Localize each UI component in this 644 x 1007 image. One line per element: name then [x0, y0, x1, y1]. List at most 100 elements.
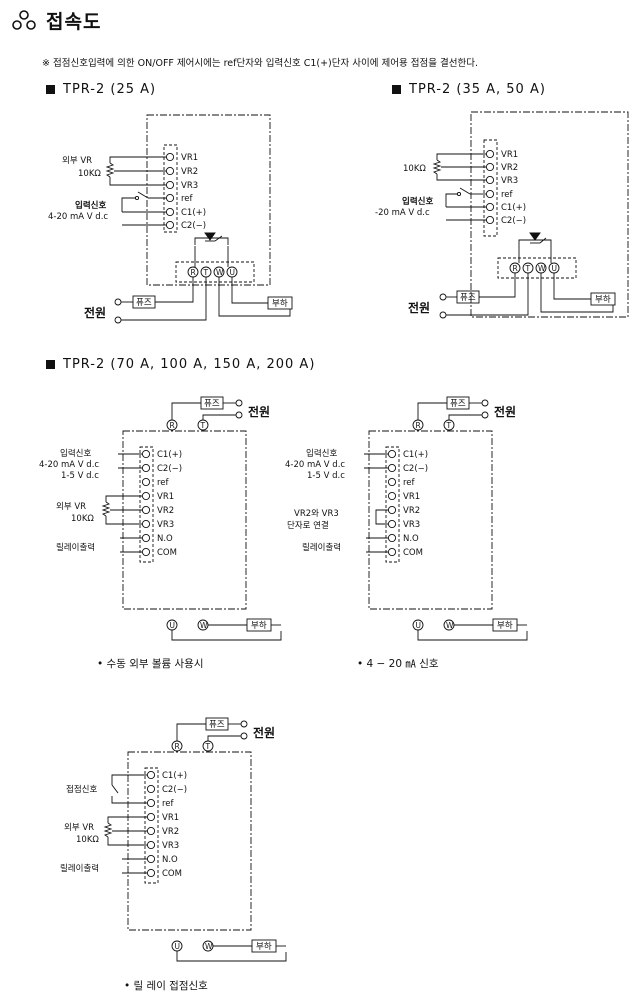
- svg-text:W: W: [200, 621, 208, 630]
- svg-text:T: T: [446, 421, 452, 430]
- caption-manual-vr: • 수동 외부 볼륨 사용시: [97, 658, 203, 670]
- svg-text:입력신호: 입력신호: [60, 448, 91, 459]
- svg-text:C1(+): C1(+): [181, 208, 206, 218]
- svg-text:C2(−): C2(−): [403, 464, 428, 474]
- section-title-25a: TPR-2 (25 A): [46, 82, 156, 97]
- svg-text:U: U: [175, 942, 181, 951]
- terminal-vr2: [165, 166, 175, 176]
- svg-text:접점신호: 접점신호: [66, 784, 97, 795]
- svg-text:릴레이출력: 릴레이출력: [60, 863, 99, 874]
- svg-text:U: U: [416, 621, 422, 630]
- svg-text:W: W: [216, 268, 224, 277]
- svg-text:C1(+): C1(+): [501, 203, 526, 213]
- svg-text:1-5 V d.c: 1-5 V d.c: [307, 471, 345, 481]
- section-title-35-50a: TPR-2 (35 A, 50 A): [392, 82, 546, 97]
- svg-text:C2(−): C2(−): [181, 221, 206, 231]
- svg-text:N.O: N.O: [162, 855, 178, 865]
- diagram-70-200a-ma: [364, 396, 528, 641]
- svg-text:퓨즈: 퓨즈: [460, 293, 476, 303]
- diagram-70-200a-relay: [103, 717, 287, 962]
- diagram-70-200a-vr: [101, 396, 282, 641]
- svg-text:U: U: [552, 264, 558, 273]
- svg-text:ref: ref: [181, 194, 194, 204]
- svg-text:VR1: VR1: [162, 813, 179, 823]
- svg-text:U: U: [230, 268, 236, 277]
- svg-text:C2(−): C2(−): [162, 785, 187, 795]
- svg-text:입력신호: 입력신호: [402, 196, 433, 207]
- diagram-70-200a-ma-text: C1(+) C2(−) ref VR1 VR2 VR3 N.O COM 입력신호…: [285, 399, 516, 670]
- svg-text:퓨즈: 퓨즈: [450, 399, 466, 409]
- svg-text:퓨즈: 퓨즈: [209, 720, 225, 730]
- diagram-25a-text: VR1 VR2 VR3 ref C1(+) C2(−) 외부 VR 10KΩ 입…: [48, 153, 288, 320]
- svg-text:W: W: [205, 942, 213, 951]
- svg-text:VR1: VR1: [403, 492, 420, 502]
- svg-text:ref: ref: [157, 478, 170, 488]
- svg-text:T: T: [525, 264, 531, 273]
- diagram-35-50a-text: VR1 VR2 VR3 ref C1(+) C2(−) 10KΩ 입력신호 -2…: [375, 150, 611, 315]
- device-outline: [146, 114, 271, 286]
- device-outline: [368, 430, 493, 610]
- svg-text:부하: 부하: [256, 941, 272, 952]
- terminal-ref: [165, 193, 175, 203]
- terminal-vr1: [165, 152, 175, 162]
- svg-text:VR3: VR3: [162, 841, 179, 851]
- bullet-square-icon: [392, 85, 401, 94]
- svg-text:전원: 전원: [253, 725, 275, 740]
- section-title-70-200a: TPR-2 (70 A, 100 A, 150 A, 200 A): [46, 357, 315, 372]
- svg-text:-20 mA V d.c: -20 mA V d.c: [375, 208, 430, 218]
- svg-text:U: U: [170, 621, 176, 630]
- svg-text:ref: ref: [403, 478, 416, 488]
- terminal-c1: [165, 207, 175, 217]
- svg-text:10KΩ: 10KΩ: [76, 835, 99, 845]
- svg-text:릴레이출력: 릴레이출력: [56, 542, 95, 553]
- svg-text:C1(+): C1(+): [157, 450, 182, 460]
- svg-text:T: T: [203, 268, 209, 277]
- svg-text:VR3: VR3: [403, 520, 420, 530]
- svg-text:단자로 연결: 단자로 연결: [287, 520, 329, 531]
- svg-text:COM: COM: [403, 548, 423, 558]
- svg-text:VR3: VR3: [181, 181, 198, 191]
- svg-text:R: R: [170, 421, 175, 430]
- svg-text:R: R: [175, 742, 180, 751]
- svg-text:4-20 mA V d.c: 4-20 mA V d.c: [48, 212, 108, 222]
- bullet-square-icon: [46, 360, 55, 369]
- svg-text:T: T: [205, 742, 211, 751]
- svg-text:전원: 전원: [248, 404, 270, 419]
- svg-text:입력신호: 입력신호: [75, 200, 106, 211]
- svg-text:릴레이출력: 릴레이출력: [302, 542, 341, 553]
- svg-text:VR2: VR2: [403, 506, 420, 516]
- svg-text:부하: 부하: [272, 298, 288, 309]
- wiring-note: ※ 접점신호입력에 의한 ON/OFF 제어시에는 ref단자와 입력신호 C1…: [42, 58, 478, 69]
- svg-text:R: R: [191, 268, 196, 277]
- diagram-35-50a: [432, 111, 629, 319]
- caption-ma-signal: • 4 − 20 ㎃ 신호: [357, 658, 439, 670]
- svg-text:외부 VR: 외부 VR: [62, 155, 92, 166]
- svg-text:VR2: VR2: [162, 827, 179, 837]
- svg-text:VR2: VR2: [501, 163, 518, 173]
- svg-text:N.O: N.O: [157, 534, 173, 544]
- svg-text:VR1: VR1: [181, 153, 198, 163]
- svg-text:전원: 전원: [494, 404, 516, 419]
- svg-text:입력신호: 입력신호: [306, 448, 337, 459]
- bullet-square-icon: [46, 85, 55, 94]
- section-logo-icon: [12, 10, 36, 30]
- svg-text:COM: COM: [162, 869, 182, 879]
- svg-text:전원: 전원: [408, 300, 430, 315]
- svg-text:W: W: [446, 621, 454, 630]
- svg-text:VR2: VR2: [181, 167, 198, 177]
- device-outline: [127, 751, 252, 931]
- svg-text:VR3: VR3: [157, 520, 174, 530]
- diagram-25a: [105, 114, 293, 324]
- page-title: 접속도: [46, 11, 102, 33]
- svg-text:N.O: N.O: [403, 534, 419, 544]
- svg-text:R: R: [513, 264, 518, 273]
- svg-text:C2(−): C2(−): [157, 464, 182, 474]
- svg-text:4-20 mA V d.c: 4-20 mA V d.c: [285, 460, 345, 470]
- svg-text:R: R: [416, 421, 421, 430]
- svg-text:퓨즈: 퓨즈: [136, 298, 152, 308]
- svg-text:ref: ref: [501, 190, 514, 200]
- svg-text:T: T: [200, 421, 206, 430]
- terminal-c2: [165, 220, 175, 230]
- device-outline: [122, 430, 247, 610]
